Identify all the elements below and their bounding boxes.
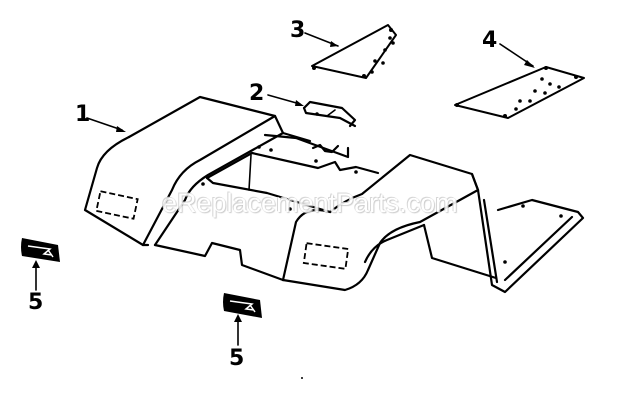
callout-5-center: 5: [229, 346, 245, 371]
callout-5-left: 5: [28, 290, 44, 315]
callout-1: 1: [75, 102, 91, 127]
part-5-decal-left: [21, 238, 60, 291]
watermark-text: eReplacementParts.com: [162, 188, 458, 218]
callout-3: 3: [290, 18, 306, 43]
part-5-decal-center: [223, 293, 262, 346]
part-3-plate: [304, 24, 397, 79]
callout-4: 4: [482, 28, 498, 53]
part-4-plate: [454, 43, 585, 119]
callout-2: 2: [249, 81, 265, 106]
part-1-hood-body: [83, 95, 585, 294]
part-2-bracket: [267, 94, 357, 128]
